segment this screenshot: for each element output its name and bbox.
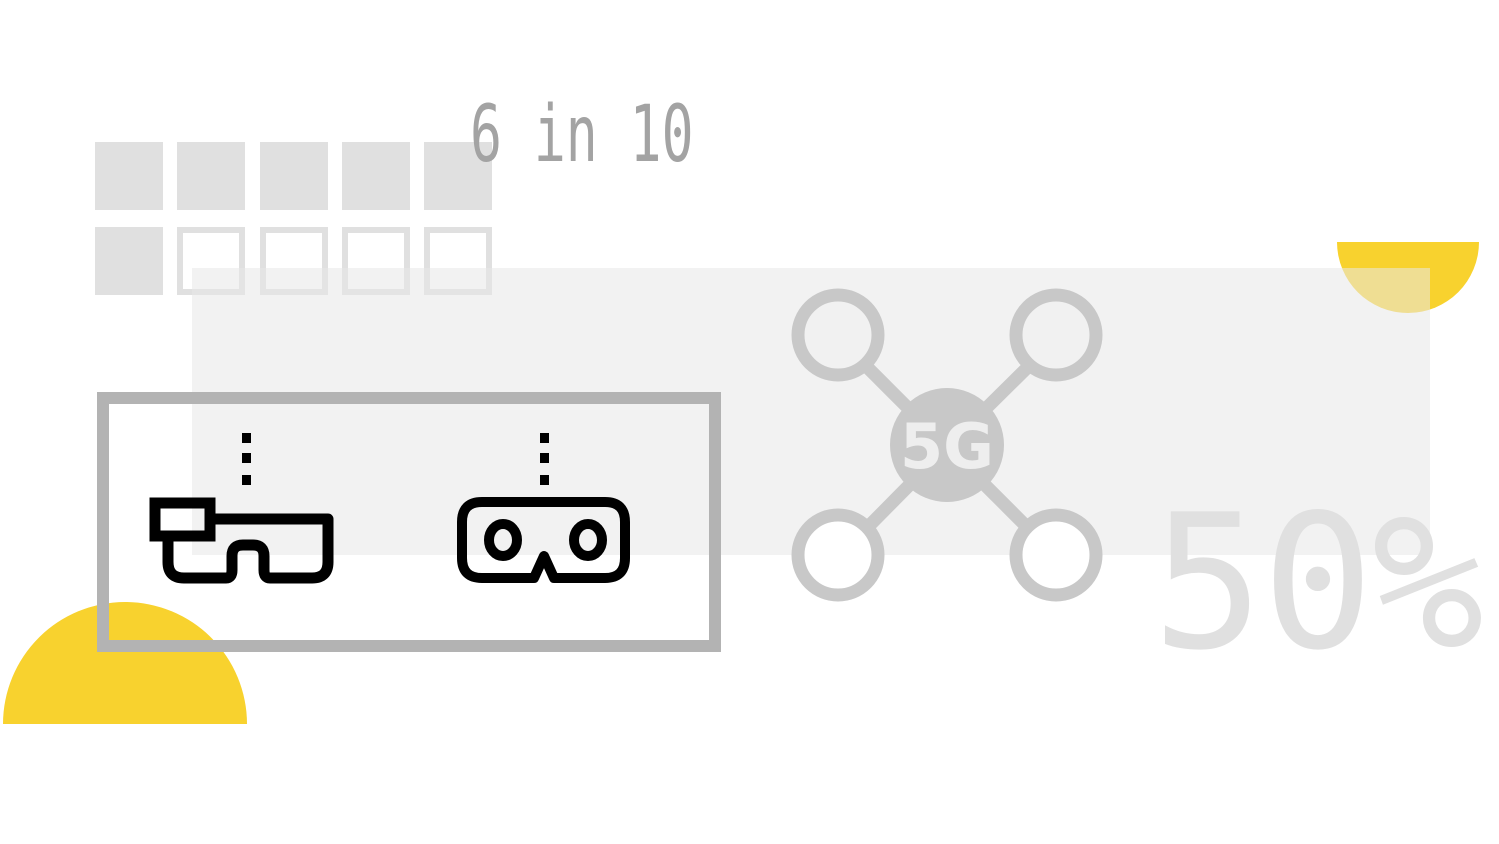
grid-square-filled	[260, 142, 328, 210]
5g-label: 5G	[900, 410, 994, 483]
grid-square-filled	[95, 142, 163, 210]
5g-network-icon: 5G	[791, 288, 1103, 602]
grid-square-filled	[424, 142, 492, 210]
smart-glasses-icon	[149, 433, 334, 584]
devices-frame	[97, 392, 721, 652]
grid-square-filled	[95, 227, 163, 295]
ratio-stat: 6 in 10	[470, 90, 694, 180]
vr-headset-icon	[457, 433, 630, 583]
grid-square-filled	[177, 142, 245, 210]
grid-square-filled	[342, 142, 410, 210]
percent-stat: 50%	[1152, 474, 1484, 691]
5g-hub	[890, 388, 1004, 502]
